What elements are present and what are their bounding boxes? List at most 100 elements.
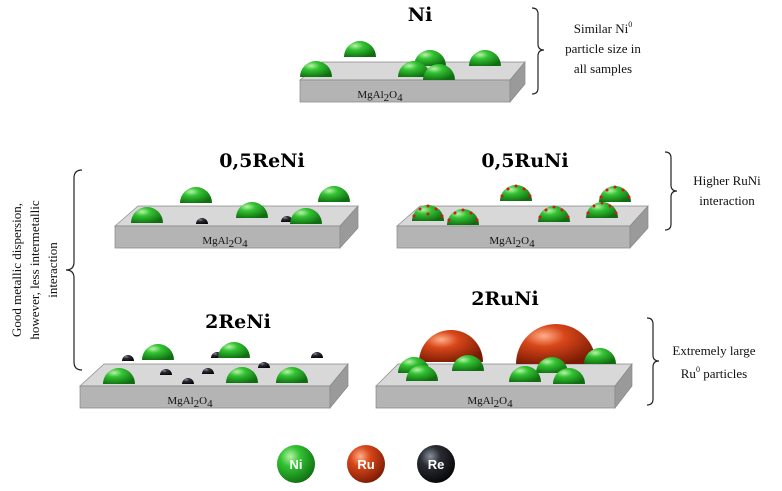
ru-dot: [627, 195, 631, 199]
panel-0-5reni: 0,5ReNi MgAl2O4: [114, 150, 359, 250]
ni-particle: [226, 367, 258, 383]
panel-2reni: 2ReNi MgAl2O4: [79, 311, 349, 410]
ru-dot: [412, 214, 416, 218]
ru-dot: [614, 211, 618, 215]
svg-text:particle size in: particle size in: [565, 41, 641, 56]
re-particle: [258, 362, 270, 368]
decorated-ni-particle: [447, 208, 479, 225]
ni-particle: [469, 50, 501, 66]
ru-dot: [461, 208, 465, 212]
ru-dot: [552, 205, 556, 209]
panel-title-2reni: 2ReNi: [205, 311, 271, 333]
ru-dot: [621, 188, 625, 192]
support-plate-ni: [299, 61, 526, 103]
svg-text:Similar Ni0: Similar Ni0: [574, 20, 633, 36]
ni-particle: [318, 186, 350, 202]
ru-dot: [500, 194, 504, 198]
ru-dot: [418, 207, 422, 211]
ni-particle: [131, 207, 163, 223]
svg-text:Extremely large: Extremely large: [672, 343, 755, 358]
legend-label-ru: Ru: [357, 457, 374, 472]
ru-dot: [434, 207, 438, 211]
note-higher-runi-interaction: Higher RuNi interaction: [693, 173, 761, 208]
panel-0-5runi: 0,5RuNi MgAl2O4: [396, 150, 649, 250]
plate-side: [629, 205, 649, 249]
ru-dot: [560, 208, 564, 212]
ru-dot: [440, 214, 444, 218]
ru-particle: [516, 324, 596, 364]
ru-dot: [426, 204, 430, 208]
svg-text:however, less intermetallic: however, less intermetallic: [27, 200, 42, 339]
ru-dot: [475, 218, 479, 222]
ru-dot: [600, 201, 604, 205]
support-label-ni: MgAl2O4: [357, 89, 403, 104]
plate-side: [339, 205, 359, 249]
brace-bottom-right: [646, 317, 660, 406]
ru-dot: [599, 195, 603, 199]
re-particle: [281, 216, 293, 222]
legend-item-re: Re: [417, 445, 455, 483]
support-label-0-5reni: MgAl2O4: [202, 235, 248, 250]
panel-2runi: 2RuNi MgAl2O4: [375, 288, 633, 410]
ni-particle: [236, 202, 268, 218]
svg-text:Higher RuNi: Higher RuNi: [693, 173, 761, 188]
re-particle: [311, 352, 323, 358]
ni-sphere-icon: [277, 445, 315, 483]
svg-text:interaction: interaction: [45, 242, 60, 298]
ru-dot: [566, 215, 570, 219]
decorated-ni-particle: [412, 204, 444, 221]
svg-text:interaction: interaction: [699, 193, 755, 208]
decorated-ni-particle: [538, 205, 570, 222]
ni-particle: [423, 64, 455, 80]
ni-particle: [553, 368, 585, 384]
plate-side: [329, 363, 349, 409]
decorated-ni-particle: [586, 201, 618, 218]
ru-dot: [528, 194, 532, 198]
panel-ni: Ni MgAl2O4: [299, 4, 526, 104]
ni-particle: [406, 365, 438, 381]
ru-dot: [613, 185, 617, 189]
ni-particle: [584, 348, 616, 364]
panel-title-2runi: 2RuNi: [471, 288, 538, 310]
panel-title-0-5reni: 0,5ReNi: [219, 150, 305, 172]
ni-particle: [103, 368, 135, 384]
ru-particle: [419, 330, 483, 362]
ru-dot: [538, 215, 542, 219]
legend-item-ni: Ni: [277, 445, 315, 483]
ru-dot: [592, 204, 596, 208]
re-particle: [122, 355, 134, 361]
decorated-ni-particle: [500, 184, 532, 201]
ru-dot: [447, 218, 451, 222]
ru-sphere-icon: [347, 445, 385, 483]
re-particle: [182, 378, 194, 384]
note-similar-particle-size: Similar Ni0 particle size in all samples: [565, 20, 641, 76]
ni-particle: [414, 50, 446, 66]
svg-text:Good metallic dispersion,: Good metallic dispersion,: [9, 203, 24, 337]
ni-particle: [300, 61, 332, 77]
support-label-0-5runi: MgAl2O4: [489, 235, 535, 250]
ru-dot: [453, 211, 457, 215]
re-particle: [202, 368, 214, 374]
brace-top-right: [531, 7, 545, 95]
note-extremely-large-ru: Extremely large Ru0 particles: [672, 343, 755, 381]
support-label-2runi: MgAl2O4: [467, 395, 513, 410]
ru-dot: [586, 211, 590, 215]
re-particle: [196, 218, 208, 224]
plate-side: [614, 362, 633, 410]
re-particle: [160, 369, 172, 375]
ni-particle: [290, 208, 322, 224]
legend-item-ru: Ru: [347, 445, 385, 483]
ni-particle: [218, 342, 250, 358]
re-sphere-icon: [417, 445, 455, 483]
ni-particle: [344, 41, 376, 57]
ni-particle: [536, 357, 568, 373]
decorated-ni-particle: [599, 185, 631, 202]
svg-text:all samples: all samples: [574, 61, 632, 76]
ru-dot: [608, 204, 612, 208]
ni-particle: [276, 367, 308, 383]
ru-dot: [469, 211, 473, 215]
ni-particle: [180, 187, 212, 203]
panel-title-0-5runi: 0,5RuNi: [481, 150, 568, 172]
ni-particle: [509, 366, 541, 382]
